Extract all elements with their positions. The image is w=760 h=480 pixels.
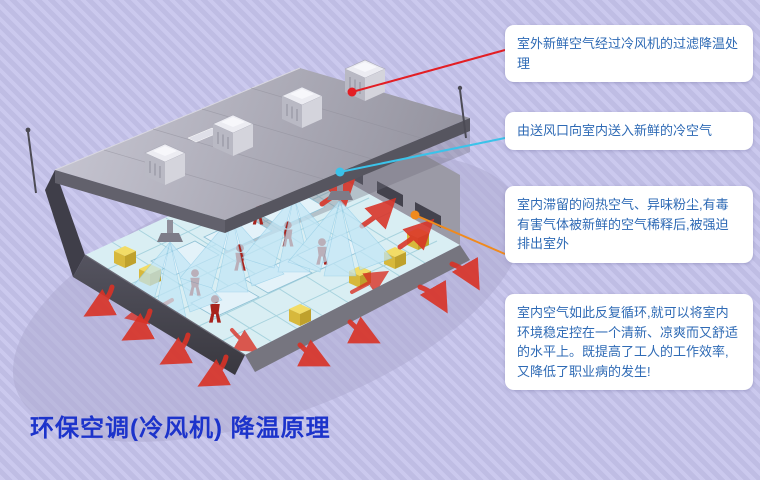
wall-vent [415, 202, 441, 228]
outside-exhaust-arrows [83, 257, 480, 387]
connector-dot-cyan [335, 167, 345, 177]
connector-line-red [351, 49, 506, 93]
roof-fascia-left [55, 170, 225, 233]
connector-dot-red [347, 87, 357, 97]
front-left-wall [45, 170, 246, 375]
callout-fresh-air-filtering: 室外新鲜空气经过冷风机的过滤降温处理 [505, 25, 753, 82]
antenna-poles [25, 85, 467, 194]
page-title: 环保空调(冷风机) 降温原理 [30, 415, 331, 442]
callout-circulation-benefit: 室内空气如此反复循环,就可以将室内环境稳定控在一个清新、凉爽而又舒适的水平上。既… [505, 294, 753, 390]
callout-cold-air-supply: 由送风口向室内送入新鲜的冷空气 [505, 112, 753, 150]
callout-connectors [335, 49, 506, 255]
callout-exhaust-air: 室内滞留的闷热空气、异味粉尘,有毒有害气体被新鲜的空气稀释后,被强迫排出室外 [505, 186, 753, 263]
connector-dot-orange [410, 210, 420, 220]
roof-fascia-front [225, 118, 470, 233]
connector-line-cyan [339, 137, 506, 173]
connector-line-orange [414, 214, 506, 255]
wall-vent [377, 181, 403, 207]
